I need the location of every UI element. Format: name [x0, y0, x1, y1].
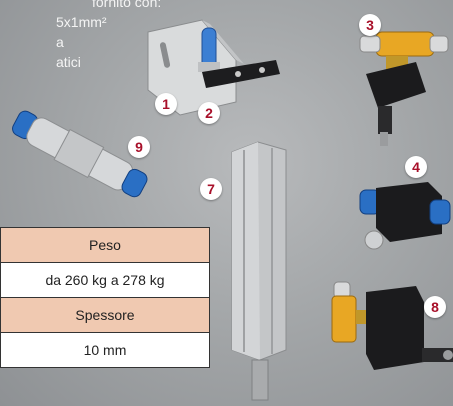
item-9-badge: 9 — [128, 136, 150, 158]
caption-line-1: fornito con: — [92, 0, 162, 10]
item-1-badge: 1 — [155, 93, 177, 115]
fitting-block-image — [359, 182, 451, 250]
table-row: Peso — [0, 227, 210, 263]
thickness-header: Spessore — [0, 297, 210, 333]
weight-value: da 260 kg a 278 kg — [0, 262, 210, 298]
item-3-badge: 3 — [359, 14, 381, 36]
straight-union-fitting-image — [12, 110, 148, 198]
caption-line-4: atici — [56, 54, 81, 70]
product-caption: fornito con: 5x1mm² a atici — [0, 0, 162, 72]
item-8-badge: 8 — [424, 296, 446, 318]
table-row: da 260 kg a 278 kg — [0, 262, 210, 298]
mounting-bracket-image — [147, 19, 280, 116]
item-2-badge: 2 — [198, 102, 220, 124]
table-row: Spessore — [0, 297, 210, 333]
thickness-value: 10 mm — [0, 332, 210, 368]
weight-header: Peso — [0, 227, 210, 263]
caption-line-2: 5x1mm² — [56, 14, 107, 30]
aluminium-profile-image — [231, 141, 287, 401]
solenoid-valve-8-image — [331, 281, 453, 370]
table-row: 10 mm — [0, 332, 210, 368]
spec-table: Peso da 260 kg a 278 kg Spessore 10 mm — [0, 227, 210, 368]
solenoid-valve-3-image — [359, 31, 449, 146]
caption-line-3: a — [56, 34, 64, 50]
item-7-badge: 7 — [200, 178, 222, 200]
item-4-badge: 4 — [405, 156, 427, 178]
